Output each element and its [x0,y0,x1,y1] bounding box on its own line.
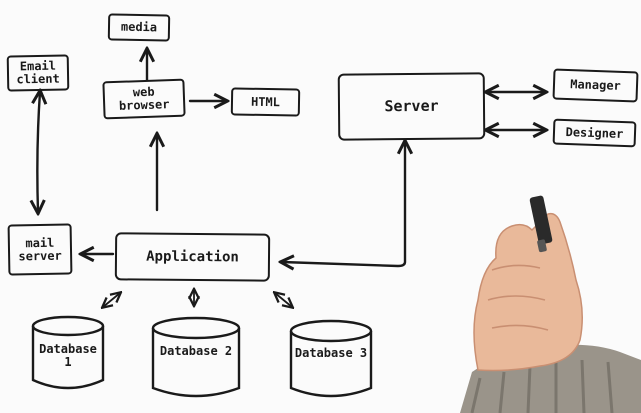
media-node: media [107,13,171,42]
web-browser-node: web browser [102,78,186,120]
hand-with-marker-illustration [460,195,641,413]
mail-server-node: mail server [7,223,73,276]
arrow-app-db3 [275,293,292,307]
database-2-cylinder [151,316,241,398]
html-node: HTML [230,87,301,117]
arrow-email-mailserver [37,92,40,212]
database-3-cylinder [289,319,373,398]
manager-node: Manager [552,68,639,103]
arrow-app-db1 [103,293,120,307]
database-1-cylinder [31,315,105,390]
database-1-label: Database 1 [39,342,97,370]
database-3-label: Database 3 [294,346,368,360]
database-2-label: Database 2 [159,344,233,358]
application-node: Application [114,232,271,282]
email-client-node: Email client [6,54,70,92]
designer-node: Designer [552,118,637,148]
server-node: Server [337,72,486,141]
arrow-server-app [282,142,405,266]
